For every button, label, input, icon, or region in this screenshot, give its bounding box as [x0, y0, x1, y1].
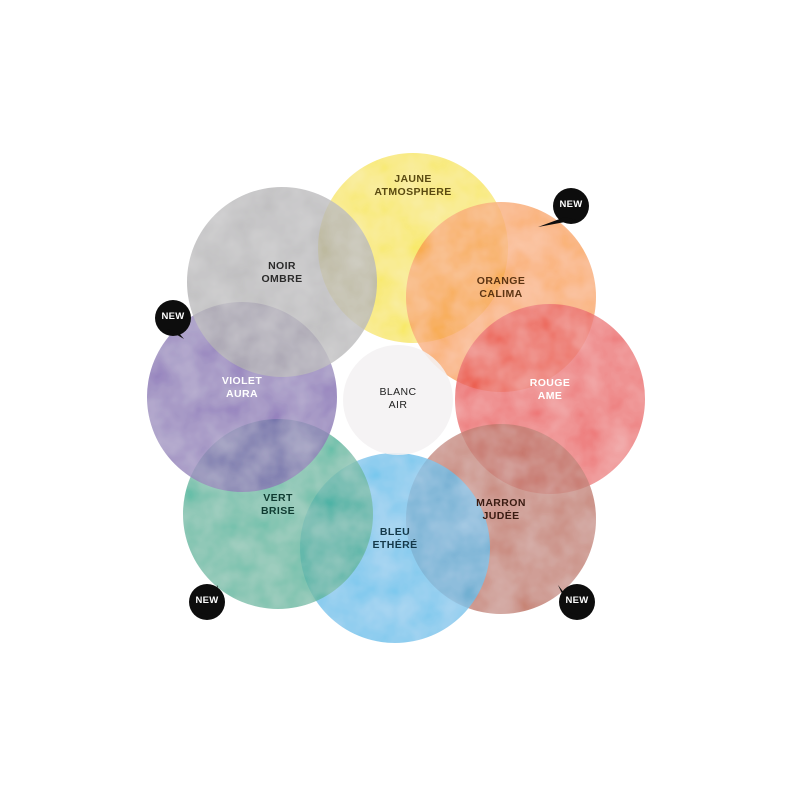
- badge-tail: [558, 585, 582, 616]
- color-name-line1: VERT: [263, 492, 293, 504]
- color-name-line1: NOIR: [268, 260, 296, 272]
- new-badge-label-vert: NEW: [188, 583, 226, 621]
- center-name-line2: AIR: [388, 399, 408, 411]
- center-circle: [343, 345, 453, 455]
- badge-text: NEW: [161, 311, 185, 322]
- color-name-line1: ORANGE: [476, 275, 526, 287]
- color-name-line1: BLEU: [379, 526, 411, 538]
- new-badge-vert: [189, 584, 225, 620]
- badge-tail: [201, 585, 218, 616]
- color-name-line1: JAUNE: [394, 173, 432, 185]
- new-badge-label-marron: NEW: [558, 583, 596, 621]
- color-name-line2: ETHÉRÉ: [372, 539, 418, 551]
- badge-tail: [538, 217, 576, 227]
- badge-text: NEW: [565, 595, 589, 606]
- color-name-line2: CALIMA: [479, 288, 523, 300]
- color-name-line2: OMBRE: [261, 273, 303, 285]
- new-badge-marron: [558, 584, 595, 620]
- color-name-line2: BRISE: [260, 505, 296, 517]
- new-badge-label-orange: NEW: [552, 187, 590, 225]
- badge-text: NEW: [559, 199, 583, 210]
- color-circle-noir: [187, 187, 377, 377]
- color-name-line2: JUDÉE: [482, 510, 520, 522]
- new-badge-label-violet: NEW: [154, 299, 192, 337]
- center-name-line1: BLANC: [379, 386, 417, 398]
- badge-bubble: [559, 584, 595, 620]
- color-name-line2: AURA: [226, 388, 258, 400]
- badge-text: NEW: [195, 595, 219, 606]
- color-name-line2: ATMOSPHERE: [374, 186, 452, 198]
- color-name-line2: AME: [537, 390, 563, 402]
- color-name-line1: ROUGE: [529, 377, 571, 389]
- new-badge-violet: [155, 300, 191, 339]
- color-name-line1: MARRON: [476, 497, 526, 509]
- new-badge-orange: [538, 188, 589, 227]
- color-name-line1: VIOLET: [221, 375, 263, 387]
- badge-bubble: [155, 300, 191, 336]
- badge-tail: [167, 329, 184, 339]
- badge-bubble: [553, 188, 589, 224]
